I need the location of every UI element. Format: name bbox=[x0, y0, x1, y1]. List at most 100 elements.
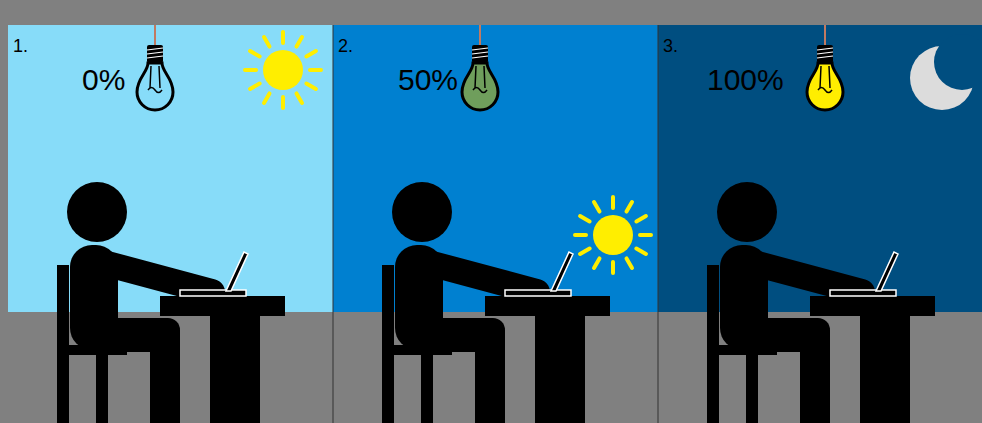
desk-top bbox=[485, 296, 610, 316]
person-arm bbox=[425, 262, 537, 292]
sun-ray bbox=[306, 51, 316, 57]
desk-top bbox=[810, 296, 935, 316]
sun-disc bbox=[263, 50, 303, 90]
light-bulb bbox=[807, 25, 843, 110]
person-head bbox=[392, 182, 452, 242]
bulb-thread bbox=[817, 48, 833, 50]
chair-leg bbox=[746, 350, 758, 423]
bulb-wire bbox=[154, 25, 156, 46]
person-arm bbox=[100, 262, 212, 292]
sun-ray bbox=[250, 51, 260, 57]
sky-panel bbox=[333, 25, 658, 312]
laptop-base bbox=[505, 290, 571, 296]
chair-back bbox=[382, 265, 394, 423]
person-head bbox=[67, 182, 127, 242]
panel-number: 1. bbox=[13, 37, 28, 55]
laptop-screen bbox=[551, 252, 573, 291]
bulb-thread bbox=[147, 52, 163, 54]
sun-ray bbox=[245, 68, 256, 72]
light-level: 100% bbox=[707, 65, 784, 95]
bulb-thread bbox=[147, 56, 163, 58]
sun-ray bbox=[580, 216, 590, 222]
sun-ray bbox=[611, 262, 615, 273]
laptop-base bbox=[180, 290, 246, 296]
bulb-thread bbox=[472, 48, 488, 50]
scene-panel: 3. 100% bbox=[658, 25, 982, 312]
person-shin bbox=[150, 330, 180, 423]
bulb-wire bbox=[479, 25, 481, 46]
sun-symbol bbox=[575, 197, 651, 273]
scene-panel: 2. 50% bbox=[333, 25, 658, 312]
panel-divider bbox=[333, 25, 334, 423]
bulb-thread bbox=[147, 48, 163, 50]
sun-ray bbox=[310, 68, 321, 72]
sun-ray bbox=[306, 84, 316, 90]
desk-pedestal bbox=[535, 314, 585, 423]
scene-panel: 1. 0% bbox=[8, 25, 333, 312]
chair-back bbox=[57, 265, 69, 423]
panel-divider bbox=[658, 25, 659, 423]
bulb-thread bbox=[817, 52, 833, 54]
laptop-screen bbox=[876, 252, 898, 291]
desk-pedestal bbox=[210, 314, 260, 423]
sun-ray bbox=[281, 32, 285, 43]
bulb-glass bbox=[807, 63, 843, 110]
office-scene bbox=[57, 182, 285, 423]
sun-ray bbox=[580, 249, 590, 255]
sky-panel bbox=[8, 25, 333, 312]
sun-ray bbox=[636, 216, 646, 222]
bulb-filament bbox=[473, 66, 487, 93]
bulb-thread bbox=[472, 52, 488, 54]
sun-ray bbox=[594, 202, 600, 212]
person-arm bbox=[750, 262, 862, 292]
sun-ray bbox=[264, 37, 270, 47]
sun-ray bbox=[575, 233, 586, 237]
panel-number: 3. bbox=[663, 37, 678, 55]
laptop-screen bbox=[226, 252, 248, 291]
chair-leg bbox=[96, 350, 108, 423]
bulb-thread bbox=[472, 56, 488, 58]
sun-disc bbox=[593, 215, 633, 255]
sun-ray bbox=[297, 37, 303, 47]
light-bulb bbox=[462, 25, 498, 110]
light-level: 50% bbox=[398, 65, 458, 95]
bulb-base bbox=[147, 45, 163, 63]
sun-ray bbox=[611, 197, 615, 208]
person-shin bbox=[475, 330, 505, 423]
bulb-glass bbox=[137, 63, 173, 110]
light-level: 0% bbox=[82, 65, 125, 95]
bulb-thread bbox=[817, 56, 833, 58]
bulb-filament bbox=[818, 66, 832, 93]
light-bulb bbox=[137, 25, 173, 110]
laptop-base bbox=[830, 290, 896, 296]
moon-symbol bbox=[910, 34, 982, 110]
panel-number: 2. bbox=[338, 37, 353, 55]
sun-ray bbox=[297, 93, 303, 103]
bulb-base bbox=[472, 45, 488, 63]
desk-top bbox=[160, 296, 285, 316]
sun-ray bbox=[594, 258, 600, 268]
office-scene bbox=[707, 182, 935, 423]
sun-ray bbox=[250, 84, 260, 90]
sun-ray bbox=[627, 202, 633, 212]
bulb-filament bbox=[148, 66, 162, 93]
sun-ray bbox=[264, 93, 270, 103]
bulb-wire bbox=[824, 25, 826, 46]
office-scene bbox=[382, 182, 610, 423]
bulb-base bbox=[817, 45, 833, 63]
chair-back bbox=[707, 265, 719, 423]
sun-ray bbox=[627, 258, 633, 268]
sun-ray bbox=[281, 97, 285, 108]
person-shin bbox=[800, 330, 830, 423]
desk-pedestal bbox=[860, 314, 910, 423]
person-head bbox=[717, 182, 777, 242]
bulb-glass bbox=[462, 63, 498, 110]
sun-symbol bbox=[245, 32, 321, 108]
sun-ray bbox=[636, 249, 646, 255]
moon-shadow bbox=[934, 34, 982, 90]
sky-panel bbox=[658, 25, 982, 312]
chair-leg bbox=[421, 350, 433, 423]
